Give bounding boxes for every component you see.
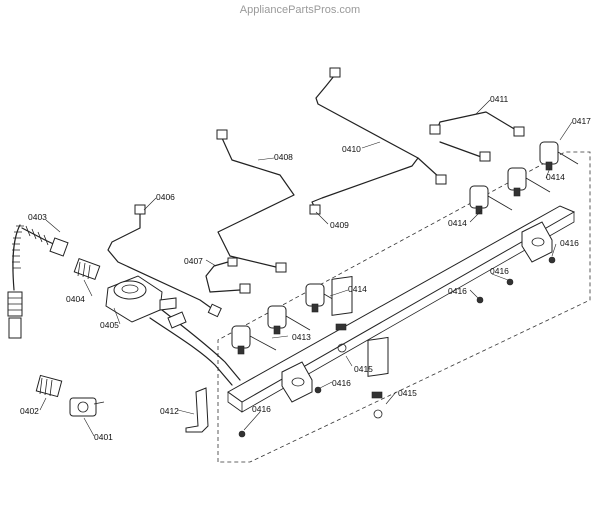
callout-0412: 0412 [160,406,179,416]
callout-0403: 0403 [28,212,47,222]
callout-0410: 0410 [342,144,361,154]
tube-0410 [311,75,419,211]
tube-0411 [435,111,517,133]
switch-0415-upper [331,275,353,353]
callout-0415-lower: 0415 [398,388,417,398]
rail-brackets [281,221,553,403]
callout-0401: 0401 [94,432,113,442]
watermark: AppliancePartsPros.com [239,4,361,16]
callout-0416-right: 0416 [560,238,579,248]
callout-0415-upper: 0415 [354,364,373,374]
assembly-boundary [217,151,591,463]
callout-0407: 0407 [184,256,203,266]
valve-0414-mid [305,283,349,313]
valve-0414-rear [469,185,513,215]
callout-0406: 0406 [156,192,175,202]
screws-0416 [238,256,556,438]
valve-0413 [231,325,277,355]
valve-0414-front [267,305,311,335]
callout-0416-left: 0416 [252,404,271,414]
callout-0408: 0408 [274,152,293,162]
callout-0405: 0405 [100,320,119,330]
flex-hose [7,224,69,339]
regulator-0401 [69,397,105,417]
valve-0414-top [539,141,579,171]
switch-0415-lower [367,336,389,419]
callout-0404: 0404 [66,294,85,304]
tube-0407 [205,261,241,293]
callout-0411: 0411 [490,94,509,104]
callout-0413: 0413 [292,332,311,342]
callout-0416-mid-right: 0416 [490,266,509,276]
callout-0402: 0402 [20,406,39,416]
callout-0409: 0409 [330,220,349,230]
burner-rail [227,205,576,413]
callout-0414-mid: 0414 [348,284,367,294]
fitting-0404 [73,258,101,280]
callout-0417: 0417 [572,116,591,126]
callout-0416-mid: 0416 [448,286,467,296]
tube-0408 [217,137,295,269]
tube-0406 [107,211,215,311]
callout-0414-top: 0414 [546,172,565,182]
callout-0416-center: 0416 [332,378,351,388]
valve-0405 [105,275,177,323]
leader-lines [39,99,573,437]
bracket-0412 [185,387,209,433]
fitting-0402 [35,374,63,398]
callout-0414-rear: 0414 [448,218,467,228]
valve-0414-back [507,167,551,197]
manifold-pipe [149,317,233,386]
